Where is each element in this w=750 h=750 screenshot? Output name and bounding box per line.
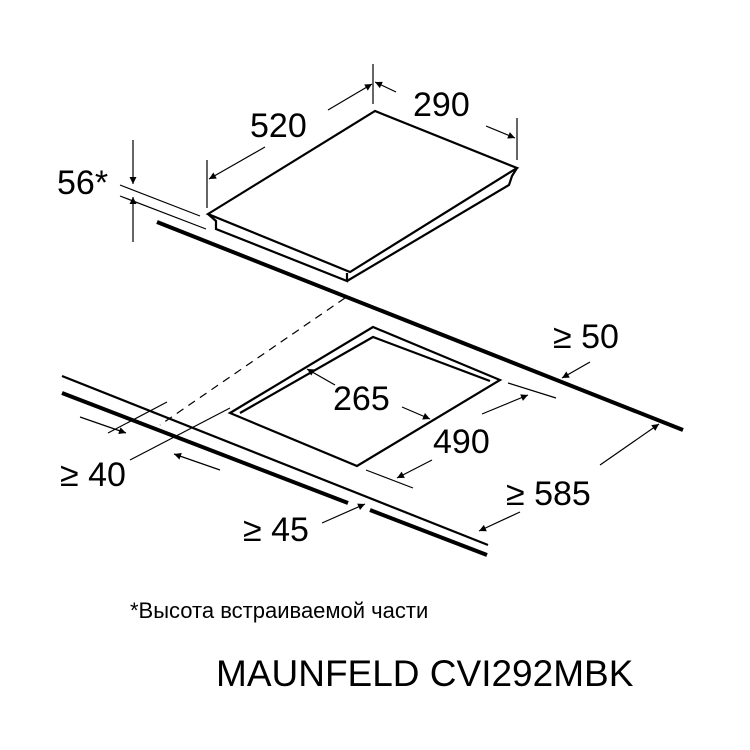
side-clearance-label: ≥ 40 bbox=[60, 456, 126, 494]
side-clearance-dimension bbox=[79, 401, 231, 471]
worktop-depth-arrow bbox=[599, 423, 660, 466]
cutout-width-arrow bbox=[306, 368, 336, 386]
worktop-back-edge bbox=[156, 220, 684, 432]
hob-width-label: 290 bbox=[413, 86, 470, 124]
hob-drawing bbox=[205, 109, 520, 283]
footnote: *Высота встраиваемой части bbox=[130, 598, 428, 623]
depth-dimension bbox=[206, 64, 374, 208]
worktop-depth-arrow bbox=[478, 511, 521, 532]
front-clearance-label: ≥ 45 bbox=[243, 511, 309, 549]
cutout-width-label: 265 bbox=[333, 380, 390, 418]
front-clearance-arrow bbox=[321, 503, 366, 524]
worktop-front-edges bbox=[61, 374, 489, 557]
cutout-drawing bbox=[227, 325, 503, 468]
hob-height-label: 56* bbox=[57, 164, 108, 202]
height-dimension bbox=[119, 140, 207, 242]
cutout-depth-dimension bbox=[365, 382, 557, 489]
rear-clearance-label: ≥ 50 bbox=[553, 318, 619, 356]
projection-line bbox=[159, 297, 346, 426]
model-title: MAUNFELD CVI292MBK bbox=[216, 653, 634, 694]
cutout-depth-label: 490 bbox=[433, 423, 490, 461]
rear-clearance-arrow bbox=[561, 361, 591, 379]
width-dimension bbox=[374, 81, 518, 160]
worktop-depth-label: ≥ 585 bbox=[506, 475, 591, 513]
hob-depth-label: 520 bbox=[250, 107, 307, 145]
cutout-width-arrow bbox=[401, 406, 431, 420]
